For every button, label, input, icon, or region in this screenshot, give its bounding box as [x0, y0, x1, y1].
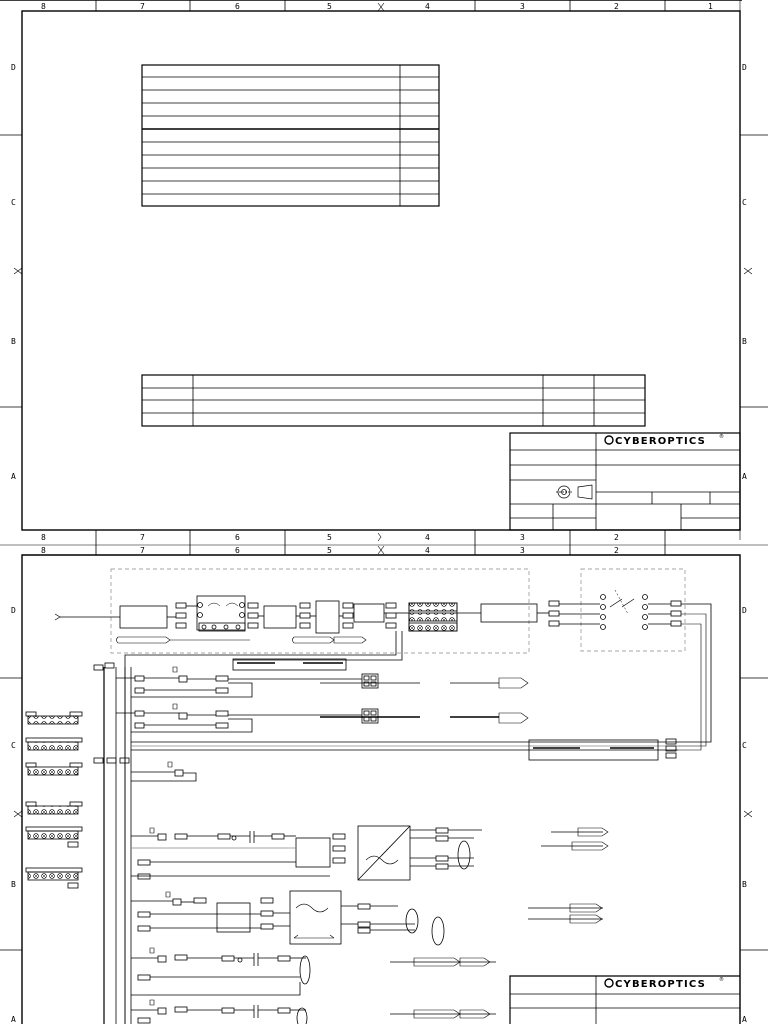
sheet-2	[0, 544, 768, 1024]
cable-tag-1	[232, 658, 347, 671]
enclosure-main	[110, 568, 530, 654]
terminal-block-stack	[25, 711, 83, 889]
brand-text-sheet-2: CYBEROPTICS	[615, 979, 706, 990]
switch-group	[600, 589, 712, 751]
zone-row-a-left: A	[11, 472, 16, 481]
brand-mark-sheet-2: ®	[719, 976, 724, 983]
brand-text-sheet-1: CYBEROPTICS	[615, 436, 706, 447]
input-module	[119, 605, 168, 629]
zone-col-8-bottom: 8	[41, 533, 46, 542]
sheet-2-zone-labels: 8 7 6 5 4 3 2 D C B A D C B A	[11, 546, 747, 1024]
cyberoptics-logo-sheet-1: CYBEROPTICS ®	[604, 433, 724, 447]
s2-zone-row-b-right: B	[742, 880, 747, 889]
output-module	[480, 603, 538, 623]
power-input-chain	[54, 595, 600, 644]
s2-zone-row-b-left: B	[11, 880, 16, 889]
converter-module-2	[216, 902, 251, 933]
title-block-sheet-1	[509, 432, 741, 531]
s2-zone-col-6: 6	[235, 546, 240, 555]
sheet-1-zone-labels: 8 7 6 5 4 3 2 1 8 7 6 5 4 3 2 D C B A D …	[11, 2, 747, 542]
connector-j2	[361, 708, 379, 724]
s2-zone-col-8: 8	[41, 546, 46, 555]
enclosure-switch	[580, 568, 686, 652]
zone-row-b-right: B	[742, 337, 747, 346]
zone-col-3: 3	[520, 2, 525, 11]
sheet-1-center-mark-left	[13, 267, 23, 275]
sheet-1-center-mark-right	[743, 267, 753, 275]
s2-zone-row-d-left: D	[11, 606, 16, 615]
zone-row-c-left: C	[11, 198, 16, 207]
sheet-1-border	[21, 10, 741, 531]
cable-tag-2	[528, 739, 659, 761]
brand-mark-sheet-1: ®	[719, 433, 724, 440]
zone-col-7: 7	[140, 2, 145, 11]
title-block-sheet-2	[509, 975, 740, 1024]
zone-col-1: 1	[708, 2, 713, 11]
distribution-rows	[116, 666, 678, 1024]
zone-row-d-right: D	[742, 63, 747, 72]
parts-table	[141, 374, 646, 427]
s2-zone-row-a-right: A	[742, 1015, 747, 1024]
zone-col-2: 2	[614, 2, 619, 11]
breaker-module	[353, 603, 385, 623]
zone-row-d-left: D	[11, 63, 16, 72]
zone-col-3-bottom: 3	[520, 533, 525, 542]
cyberoptics-logo-sheet-2: CYBEROPTICS ®	[604, 976, 724, 990]
s2-zone-col-7: 7	[140, 546, 145, 555]
zone-row-b-left: B	[11, 337, 16, 346]
sheet-2-top-zone-ticks	[95, 545, 666, 555]
zone-col-6: 6	[235, 2, 240, 11]
zone-col-4: 4	[425, 2, 430, 11]
zone-col-5: 5	[327, 2, 332, 11]
zone-col-6-bottom: 6	[235, 533, 240, 542]
revision-table	[141, 64, 440, 207]
sheet-2-side-zone-ticks	[0, 677, 768, 951]
power-supply-1	[357, 825, 411, 881]
sheet-2-center-mark-right	[743, 810, 753, 818]
s2-zone-row-c-right: C	[742, 741, 747, 750]
s2-zone-row-c-left: C	[11, 741, 16, 750]
sheet-2-border	[21, 554, 741, 1024]
filter-module	[196, 595, 246, 631]
zone-col-5-bottom: 5	[327, 533, 332, 542]
power-supply-module	[315, 600, 340, 634]
connector-j1	[361, 673, 379, 689]
sheet-1-side-zone-ticks	[0, 134, 768, 408]
zone-col-8: 8	[41, 2, 46, 11]
s2-zone-col-3: 3	[520, 546, 525, 555]
converter-module-1	[295, 837, 331, 868]
s2-zone-col-4: 4	[425, 546, 430, 555]
sheet-2-center-mark-left	[13, 810, 23, 818]
zone-col-4-bottom: 4	[425, 533, 430, 542]
third-angle-projection-icon	[556, 484, 593, 500]
power-supply-2	[289, 890, 342, 945]
sheet-2-center-mark-top	[377, 545, 385, 555]
zone-col-2-bottom: 2	[614, 533, 619, 542]
vertical-buses	[93, 662, 132, 1024]
zone-row-a-right: A	[742, 472, 747, 481]
s2-zone-col-5: 5	[327, 546, 332, 555]
zone-row-c-right: C	[742, 198, 747, 207]
s2-zone-col-2: 2	[614, 546, 619, 555]
relay-module	[263, 605, 297, 629]
s2-zone-row-a-left: A	[11, 1015, 16, 1024]
zone-col-7-bottom: 7	[140, 533, 145, 542]
sheet-1-top-zone-ticks	[95, 0, 666, 545]
s2-zone-row-d-right: D	[742, 606, 747, 615]
sheet-1-center-mark-bottom	[377, 532, 382, 542]
sheet-1-center-mark-top	[377, 2, 385, 12]
sheet-1	[0, 0, 768, 545]
